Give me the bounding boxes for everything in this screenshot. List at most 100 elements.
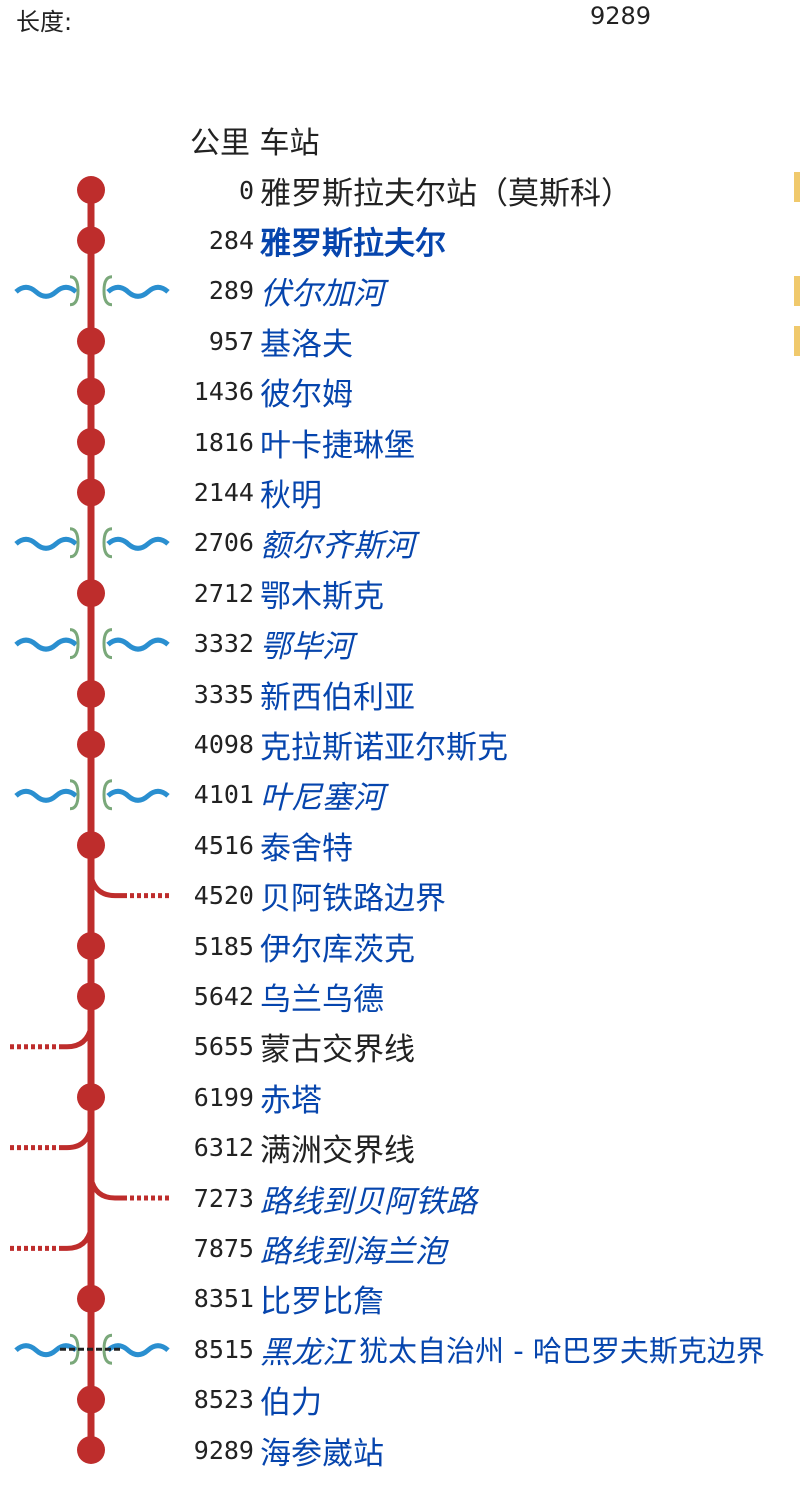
bridge-bracket-left (69, 275, 80, 307)
river-wave-right (106, 788, 170, 803)
river-wave-left (14, 284, 78, 299)
station-name-link[interactable]: 比罗比詹 (260, 1284, 384, 1321)
station-dot (77, 730, 105, 759)
station-km: 8515 (193, 1334, 254, 1364)
station-name-link[interactable]: 秋明 (260, 477, 322, 514)
station-name-link[interactable]: 基洛夫 (260, 326, 353, 363)
station-dot (77, 680, 105, 708)
station-km: 2144 (193, 477, 254, 507)
station-name-link[interactable]: 鄂木斯克 (260, 578, 384, 615)
river-wave-right (106, 536, 170, 551)
station-km: 3332 (193, 629, 254, 659)
station-km: 289 (208, 276, 254, 306)
table-header: 公里 车站 (190, 118, 320, 162)
station-name-link[interactable]: 雅罗斯拉夫尔 (260, 225, 446, 262)
station-km: 5655 (193, 1032, 254, 1062)
station-km: 5185 (193, 931, 254, 961)
river-wave-right (106, 637, 170, 652)
station-km: 8523 (193, 1385, 254, 1415)
branch-curve-left (59, 1227, 94, 1251)
station-dot (77, 1436, 105, 1464)
bridge-bracket-right (102, 527, 113, 559)
branch-curve-left (59, 1026, 94, 1050)
station-km: 4520 (193, 881, 254, 911)
station-name-link[interactable]: 乌兰乌德 (260, 981, 384, 1018)
bridge-bracket-right (102, 1333, 113, 1365)
river-name-link[interactable]: 鄂毕河 (260, 629, 353, 666)
station-km: 2706 (193, 528, 254, 558)
branch-curve-right (88, 1177, 123, 1201)
station-name-link[interactable]: 贝阿铁路边界 (260, 881, 446, 918)
station-name-link[interactable]: 克拉斯诺亚尔斯克 (260, 729, 508, 766)
river-name-link[interactable]: 叶尼塞河 (260, 780, 384, 817)
station-km: 0 (238, 175, 254, 205)
station-km: 7273 (193, 1183, 254, 1213)
station-name-link[interactable]: 伊尔库茨克 (260, 931, 415, 968)
station-km: 4516 (193, 830, 254, 860)
station-name-link[interactable]: 伯力 (260, 1385, 322, 1422)
river-name-link[interactable]: 额尔齐斯河 (260, 528, 415, 565)
station-dot (77, 226, 105, 255)
bridge-bracket-right (102, 628, 113, 660)
station-name-link: 蒙古交界线 (260, 1032, 415, 1069)
branch-curve-left (59, 1126, 94, 1151)
station-name-link[interactable]: 路线到贝阿铁路 (260, 1183, 477, 1220)
station-name-link[interactable]: 赤塔 (260, 1082, 322, 1119)
km-column-header: 公里 (190, 126, 250, 161)
station-dot (77, 1284, 105, 1313)
river-wave-right (106, 284, 170, 299)
station-name-link[interactable]: 雅罗斯拉夫尔站（莫斯科） (260, 175, 632, 212)
border-label-link[interactable]: 犹太自治州 - 哈巴罗夫斯克边界 (359, 1334, 765, 1369)
river-name-link[interactable]: 伏尔加河 (260, 276, 384, 313)
bridge-bracket-right (102, 779, 113, 811)
bridge-bracket-left (69, 779, 80, 811)
station-name-link[interactable]: 彼尔姆 (260, 377, 353, 414)
station-name-link[interactable]: 泰舍特 (260, 830, 353, 867)
river-wave-left (14, 788, 78, 803)
station-km: 1816 (193, 427, 254, 457)
bridge-bracket-left (69, 628, 80, 660)
station-name-link[interactable]: 路线到海兰泡 (260, 1233, 446, 1270)
station-dot (77, 327, 105, 356)
river-name-link[interactable]: 黑龙江 (260, 1334, 353, 1371)
side-marker (794, 276, 800, 306)
station-dot (77, 831, 105, 860)
station-name-link[interactable]: 海参崴站 (260, 1435, 384, 1472)
station-km: 957 (208, 326, 254, 356)
station-km: 284 (208, 225, 254, 255)
station-dot (77, 1385, 105, 1414)
station-dot (77, 1083, 105, 1112)
station-dot (77, 176, 105, 204)
river-wave-left (14, 1343, 78, 1358)
station-dot (77, 579, 105, 608)
side-marker (794, 172, 800, 202)
side-marker (794, 326, 800, 356)
station-dot (77, 428, 105, 456)
length-value: 9289 (590, 2, 652, 30)
station-dot (77, 478, 105, 507)
river-wave-left (14, 536, 78, 551)
station-name-link[interactable]: 新西伯利亚 (260, 679, 415, 716)
station-dot (77, 377, 105, 406)
station-km: 3335 (193, 679, 254, 709)
station-name-link[interactable]: 叶卡捷琳堡 (260, 427, 415, 464)
station-dot (77, 982, 105, 1011)
